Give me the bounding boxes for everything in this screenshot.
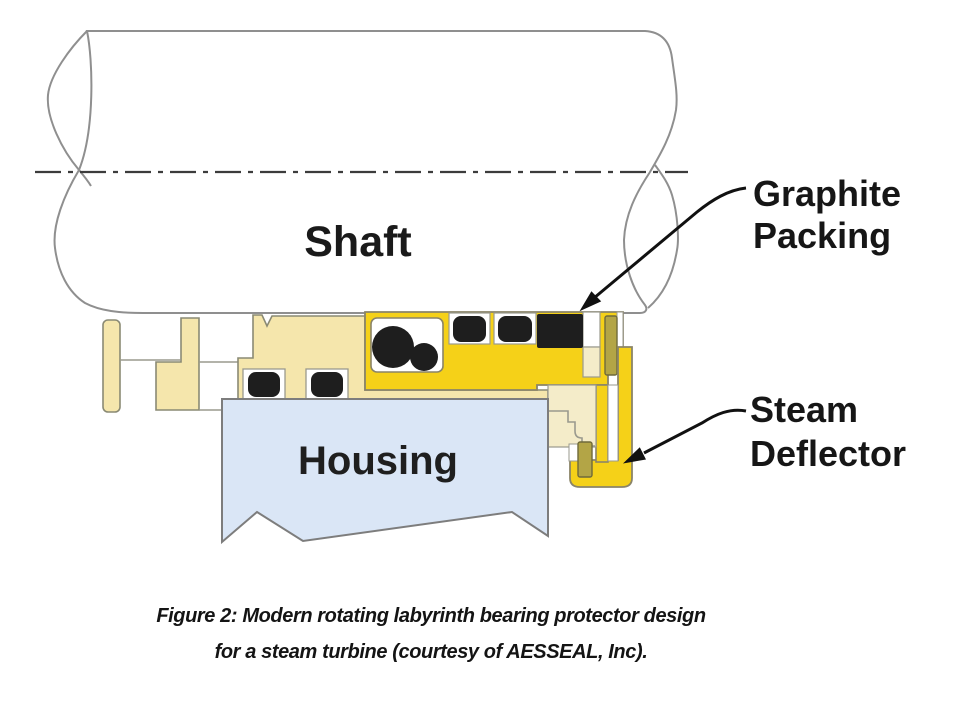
caption-line2: for a steam turbine (courtesy of AESSEAL… bbox=[215, 641, 648, 663]
graphite-packing-label-line2: Packing bbox=[753, 215, 891, 256]
left-stator-tabs bbox=[102, 317, 238, 413]
graphite-packing-leader-line bbox=[593, 186, 747, 300]
stator-tab-1 bbox=[102, 319, 121, 413]
steam-deflector-leader-line bbox=[643, 408, 747, 455]
oring-upper-1 bbox=[453, 316, 486, 342]
oring-upper-2 bbox=[498, 316, 532, 342]
steam-deflector-arrowhead bbox=[622, 447, 647, 464]
inner-stator-right bbox=[547, 384, 619, 478]
shaft-label: Shaft bbox=[304, 218, 412, 266]
steam-deflector-label-line2: Deflector bbox=[750, 433, 906, 474]
shaft-break-curve-left bbox=[46, 30, 92, 187]
rotor-inner-flange bbox=[595, 384, 609, 463]
bearing-ball-large bbox=[372, 326, 414, 368]
shaft-break-curve-right bbox=[647, 164, 679, 309]
oring-lower-right bbox=[311, 372, 343, 397]
housing-body bbox=[221, 398, 549, 545]
housing-group: Housing bbox=[221, 398, 549, 545]
oring-lower-left bbox=[248, 372, 280, 397]
olive-bar-lower bbox=[577, 441, 593, 478]
steam-deflector-label-line1: Steam bbox=[750, 389, 858, 430]
inner-step-line bbox=[548, 410, 595, 447]
cream-below-gap bbox=[582, 346, 601, 378]
graphite-packing-arrowhead bbox=[579, 291, 602, 312]
steam-deflector-callout: Steam Deflector bbox=[622, 389, 906, 474]
gap-right-of-packing bbox=[582, 311, 601, 348]
inner-white-slot bbox=[607, 384, 619, 462]
inner-cream-body bbox=[547, 384, 597, 448]
bearing-ball-small bbox=[410, 343, 438, 371]
graphite-packing-label-line1: Graphite bbox=[753, 173, 901, 214]
stator-tab-2 bbox=[155, 317, 200, 411]
figure-caption: Figure 2: Modern rotating labyrinth bear… bbox=[156, 605, 706, 663]
shaft-group: Shaft bbox=[35, 30, 688, 314]
graphite-packing-callout: Graphite Packing bbox=[579, 173, 901, 312]
olive-bar-upper bbox=[604, 315, 618, 376]
rotor-group bbox=[364, 311, 633, 488]
housing-label: Housing bbox=[298, 439, 458, 483]
stator-center bbox=[237, 314, 549, 400]
steam-deflector-wrap bbox=[569, 346, 633, 488]
caption-line1: Figure 2: Modern rotating labyrinth bear… bbox=[156, 605, 706, 627]
graphite-packing-block bbox=[537, 314, 583, 348]
